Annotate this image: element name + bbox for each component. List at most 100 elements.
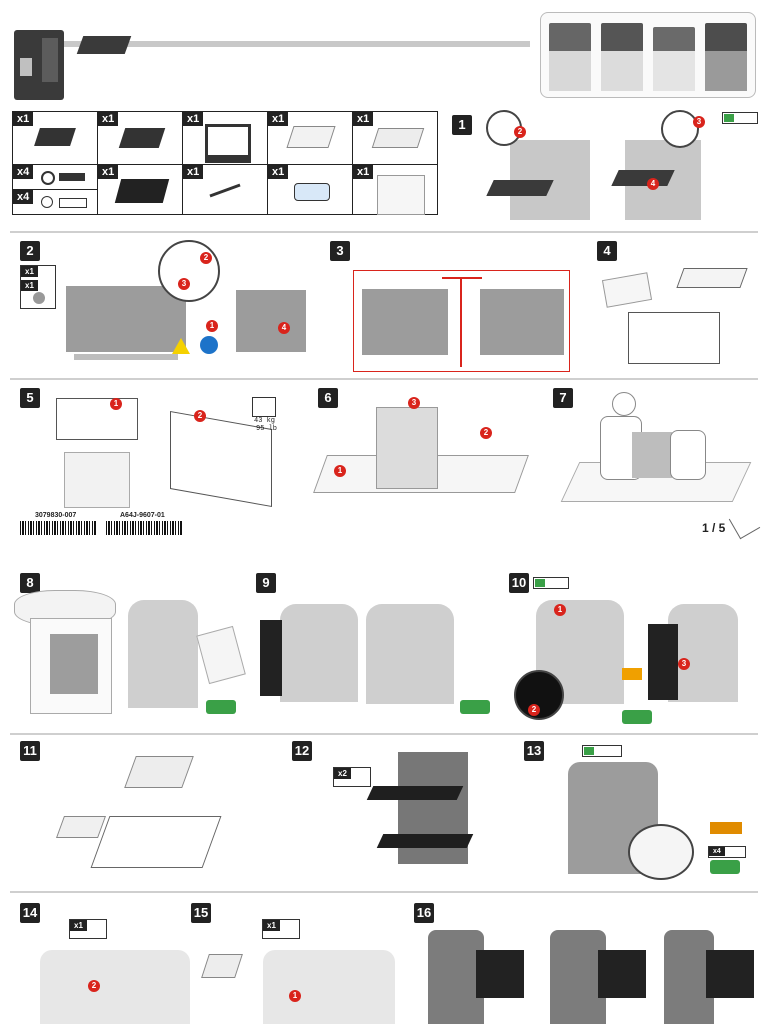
finisher-illustration: [366, 604, 454, 704]
callout-1-icon: 1: [334, 465, 346, 477]
part-qty: x4: [13, 165, 34, 179]
drawer-part-icon: [114, 179, 170, 203]
tape-pieces-icon: [196, 625, 246, 685]
plate-part-icon: [371, 128, 425, 148]
tool-required-icon: [722, 112, 758, 124]
callout-2-icon: 2: [514, 126, 526, 138]
recycle-icon: [622, 710, 652, 724]
part-qty: x1: [268, 165, 289, 179]
finisher-wrap-removal-illustration: [14, 590, 124, 720]
step-number: 14: [20, 903, 40, 923]
finisher-tape-illustration: [128, 600, 198, 708]
part-qty: x1: [98, 112, 119, 126]
barcode-right-label: A64J-9607-01: [120, 512, 165, 519]
printer-rear-illustration: 1 2 3: [66, 240, 220, 360]
finisher-rear-illustration: 1 2: [514, 600, 624, 720]
part-qty: x1: [353, 165, 374, 179]
part-qty: x1: [268, 112, 289, 126]
finisher-tray-install-illustration: [366, 744, 490, 874]
tray-illustration: [76, 36, 132, 54]
step-number: 6: [318, 388, 338, 408]
recycle-icon: [460, 700, 490, 714]
weight-lb: 95 lb: [256, 425, 278, 433]
callout-qty: x1: [21, 266, 38, 277]
callout-3-icon: 3: [178, 278, 190, 290]
section-divider: [10, 378, 758, 380]
finisher-drawer-illustration: [664, 930, 758, 1024]
weight-kg: 43 kg: [254, 417, 276, 425]
box-open-illustration: [600, 268, 750, 368]
bracket-removal-icon: [622, 668, 642, 680]
part-qty: x1: [353, 112, 374, 126]
step-number: 5: [20, 388, 40, 408]
screw-part-icon: [59, 198, 87, 208]
callout-qty: x1: [21, 280, 38, 291]
stand-part-icon: [205, 124, 251, 163]
step-number: 12: [292, 741, 312, 761]
part-qty: x1: [183, 112, 204, 126]
callout-4-icon: 4: [647, 178, 659, 190]
callout-1-icon: 1: [289, 990, 301, 1002]
tool-callout-box: x1: [69, 919, 107, 939]
parts-unpack-illustration: [55, 756, 260, 876]
page-number: 1 / 5: [702, 521, 726, 535]
two-person-lift-illustration: [560, 392, 752, 512]
header-rule: [60, 41, 530, 47]
part-qty: x4: [13, 190, 34, 204]
plate-install-illustration: 1: [263, 950, 395, 1024]
plate-install-illustration: 2: [40, 950, 190, 1024]
callout-3-icon: 3: [693, 116, 705, 128]
cable-callout-box: x1 x1: [20, 265, 56, 309]
box-collapse-illustration: 2: [170, 410, 272, 507]
callout-3-icon: 3: [408, 397, 420, 409]
step-number: 10: [509, 573, 529, 593]
step-number: 4: [597, 241, 617, 261]
step-number: 8: [20, 573, 40, 593]
tool-callout-box: x4: [708, 846, 746, 858]
barcode-left: [20, 521, 96, 535]
tool-callout-box: x2: [333, 767, 371, 787]
callout-1-icon: 1: [554, 604, 566, 616]
finisher-illustration: [14, 30, 64, 100]
screw-part-icon: [41, 196, 53, 208]
barcode-left-label: 3079830-007: [35, 512, 77, 519]
tray-part-icon: [118, 128, 166, 148]
finisher-door-open-illustration: 3: [648, 604, 738, 704]
step-number: 15: [191, 903, 211, 923]
weight-warning-icon: [252, 397, 276, 417]
tool-callout-box: x1: [262, 919, 300, 939]
finisher-door-illustration: [260, 604, 358, 704]
compatible-printers-box: [540, 12, 756, 98]
step-number: 2: [20, 241, 40, 261]
tool-required-icon: [582, 745, 622, 757]
unpack-finisher-illustration: 1 2 3: [313, 395, 529, 505]
parts-grid: x1 x1 x1 x1 x1 x4 x1 x1 x1 x1 x4: [12, 111, 438, 215]
recycle-icon: [710, 860, 740, 874]
step-number: 13: [524, 741, 544, 761]
barcode-right: [106, 521, 182, 535]
printer-door-close-illustration: 3 4: [611, 110, 705, 220]
screw-part-icon: [41, 171, 55, 185]
section-divider: [10, 733, 758, 735]
part-qty: x1: [13, 112, 34, 126]
printer-rear-illustration: 4: [236, 290, 306, 352]
callout-1-icon: 1: [206, 320, 218, 332]
box-lift-illustration: 1: [56, 398, 146, 508]
documentation-icon: [377, 175, 425, 215]
page-turn-icon: [728, 507, 761, 540]
callout-2-icon: 2: [200, 252, 212, 264]
step-number: 1: [452, 115, 472, 135]
printer-door-open-illustration: 2: [480, 110, 590, 220]
step-number: 16: [414, 903, 434, 923]
callout-3-icon: 3: [678, 658, 690, 670]
clip-part-icon: [294, 183, 330, 201]
callout-4-icon: 4: [278, 322, 290, 334]
part-qty: x1: [98, 165, 119, 179]
step-3-frame: [353, 270, 570, 372]
callout-qty: x2: [334, 768, 351, 779]
step-number: 7: [553, 388, 573, 408]
tool-required-icon: [533, 577, 569, 589]
callout-2-icon: 2: [480, 427, 492, 439]
step-number: 3: [330, 241, 350, 261]
finisher-drawer-illustration: [550, 930, 654, 1024]
